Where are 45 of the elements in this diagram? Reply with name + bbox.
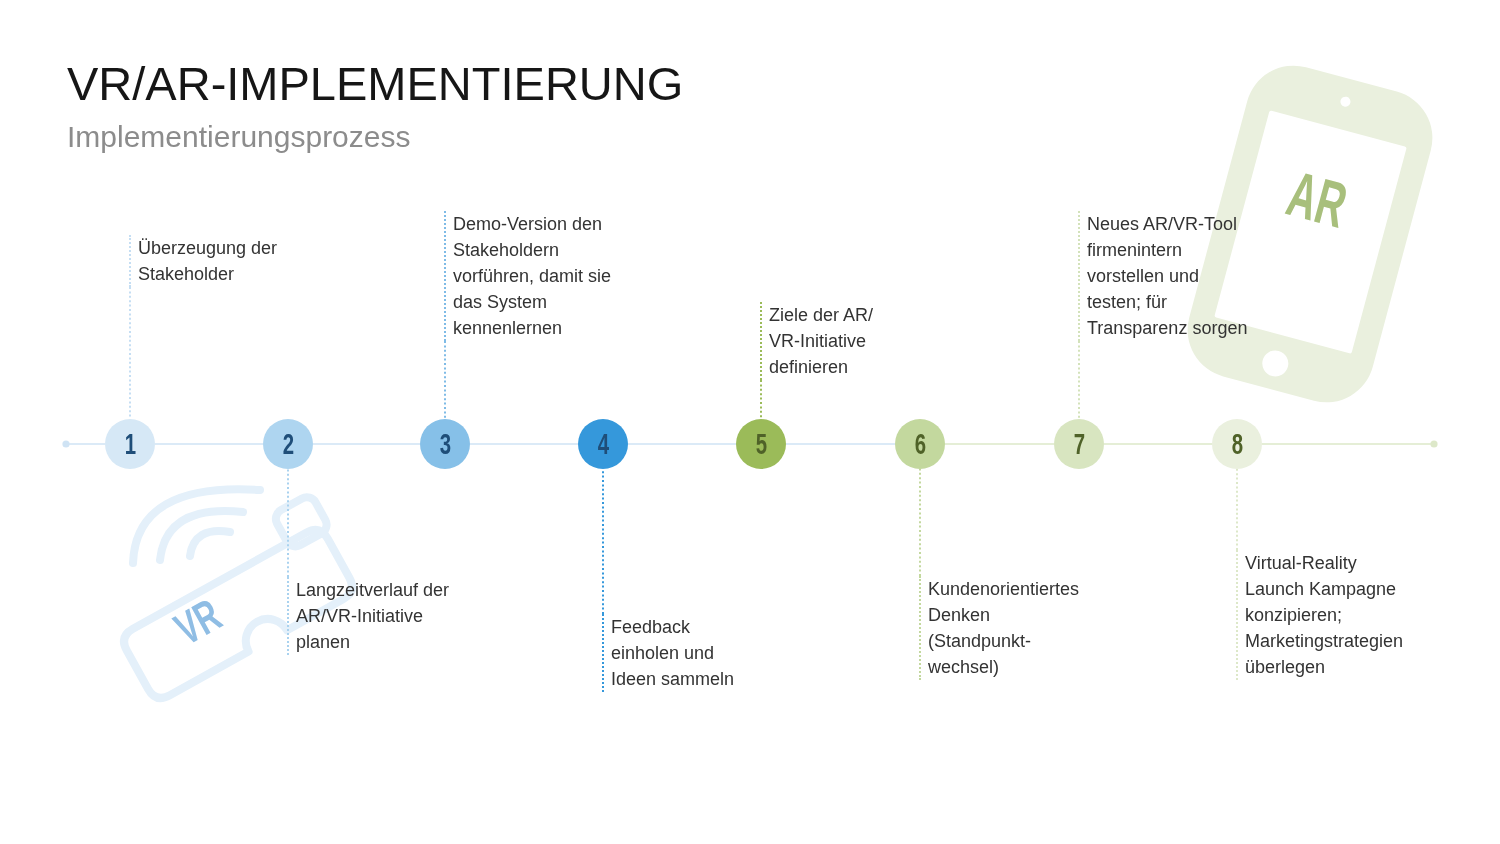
timeline-line [469, 443, 579, 445]
timeline-line [62, 440, 106, 448]
step-circle [263, 419, 313, 469]
timeline-line [154, 443, 264, 445]
step-description: Neues AR/VR-Tool firmenintern vorstellen und testen; für Transparenz sorgen [1078, 211, 1252, 341]
step-number: 5 [755, 429, 767, 459]
step-number: 4 [597, 429, 609, 459]
step-number: 8 [1231, 429, 1243, 459]
step-circle [105, 419, 155, 469]
step-circle [578, 419, 628, 469]
leader-line [444, 340, 446, 420]
step-description: Demo-Version den Stakeholdern vorführen, damit sie das System kennenlernen [444, 211, 634, 341]
step-description: Kundenorientiertes Denken (Standpunkt- wechsel) [919, 576, 1089, 680]
leader-line [760, 379, 762, 420]
leader-line [1078, 340, 1080, 420]
step-number: 6 [914, 429, 926, 459]
step-circle [895, 419, 945, 469]
step-description: Überzeugung der Stakeholder [129, 235, 304, 287]
step-number: 7 [1073, 429, 1085, 459]
step-circle [736, 419, 786, 469]
timeline-line [1103, 443, 1213, 445]
step-description: Langzeitverlauf der AR/VR-Initiative planen [287, 577, 467, 655]
step-circle [1054, 419, 1104, 469]
step-description: Ziele der AR/ VR-Initiative definieren [760, 302, 895, 380]
leader-line [287, 468, 289, 578]
step-number: 2 [282, 429, 294, 459]
leader-line [919, 468, 921, 577]
ar-lettering: AR [1282, 167, 1352, 233]
leader-line [602, 468, 604, 615]
step-circle [420, 419, 470, 469]
step-number: 1 [124, 429, 136, 459]
vr-lettering: VR [170, 595, 226, 649]
timeline-line [944, 443, 1055, 445]
step-number: 3 [439, 429, 451, 459]
timeline-line [785, 443, 896, 445]
timeline-line [312, 443, 421, 445]
step-description: Feedback einholen und Ideen sammeln [602, 614, 747, 692]
leader-line [1236, 468, 1238, 551]
slide-title: VR/AR-IMPLEMENTIERUNG [67, 56, 684, 112]
slide-subtitle: Implementierungsprozess [67, 119, 411, 155]
timeline-line [1261, 440, 1438, 448]
timeline-line [627, 443, 737, 445]
step-circle [1212, 419, 1262, 469]
step-description: Virtual-Reality Launch Kampagne konzipieren; Marketingstrategien überlegen [1236, 550, 1414, 680]
leader-line [129, 286, 131, 420]
